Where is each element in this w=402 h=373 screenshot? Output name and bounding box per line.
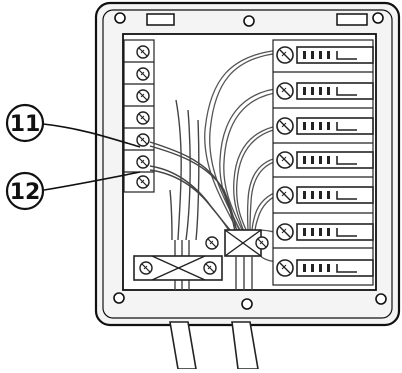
enclosure-rim (102, 9, 393, 319)
mounting-hole-icon (375, 293, 387, 305)
fuse-icon (296, 117, 374, 135)
fuse-icon (296, 259, 374, 277)
wire-bundle-left (149, 99, 238, 241)
exit-cables (169, 321, 259, 370)
screw-icon (276, 186, 294, 204)
screw-icon (276, 46, 294, 64)
screw-icon (136, 67, 150, 81)
screw-icon (276, 82, 294, 100)
screw-icon (276, 151, 294, 169)
screw-icon (136, 45, 150, 59)
top-slot-left (146, 13, 175, 26)
screw-icon (255, 236, 269, 250)
screw-icon (276, 259, 294, 277)
fuse-icon (296, 46, 374, 64)
screw-icon (276, 117, 294, 135)
screw-icon (136, 111, 150, 125)
callout-12: 12 (5, 171, 45, 211)
fuse-icon (296, 82, 374, 100)
fuse-column (272, 39, 374, 286)
bottom-clamp-bar (133, 255, 223, 281)
callout-12-label: 12 (10, 180, 41, 205)
screw-icon (139, 261, 153, 275)
fuse-icon (296, 151, 374, 169)
screw-icon (136, 155, 150, 169)
screw-icon (136, 175, 150, 189)
mounting-hole-icon (113, 292, 125, 304)
mounting-hole-icon (114, 12, 126, 24)
screw-icon (276, 223, 294, 241)
mounting-hole-icon (243, 15, 255, 27)
fuse-icon (296, 223, 374, 241)
mounting-hole-icon (241, 298, 253, 310)
screw-icon (203, 261, 217, 275)
screw-icon (136, 133, 150, 147)
left-terminal-strip (123, 39, 155, 193)
mounting-hole-icon (372, 12, 384, 24)
top-slot-right (336, 13, 368, 26)
screw-icon (205, 236, 219, 250)
screw-icon (136, 89, 150, 103)
callout-11: 11 (5, 103, 45, 143)
fuse-icon (296, 186, 374, 204)
callout-11-label: 11 (10, 112, 41, 137)
